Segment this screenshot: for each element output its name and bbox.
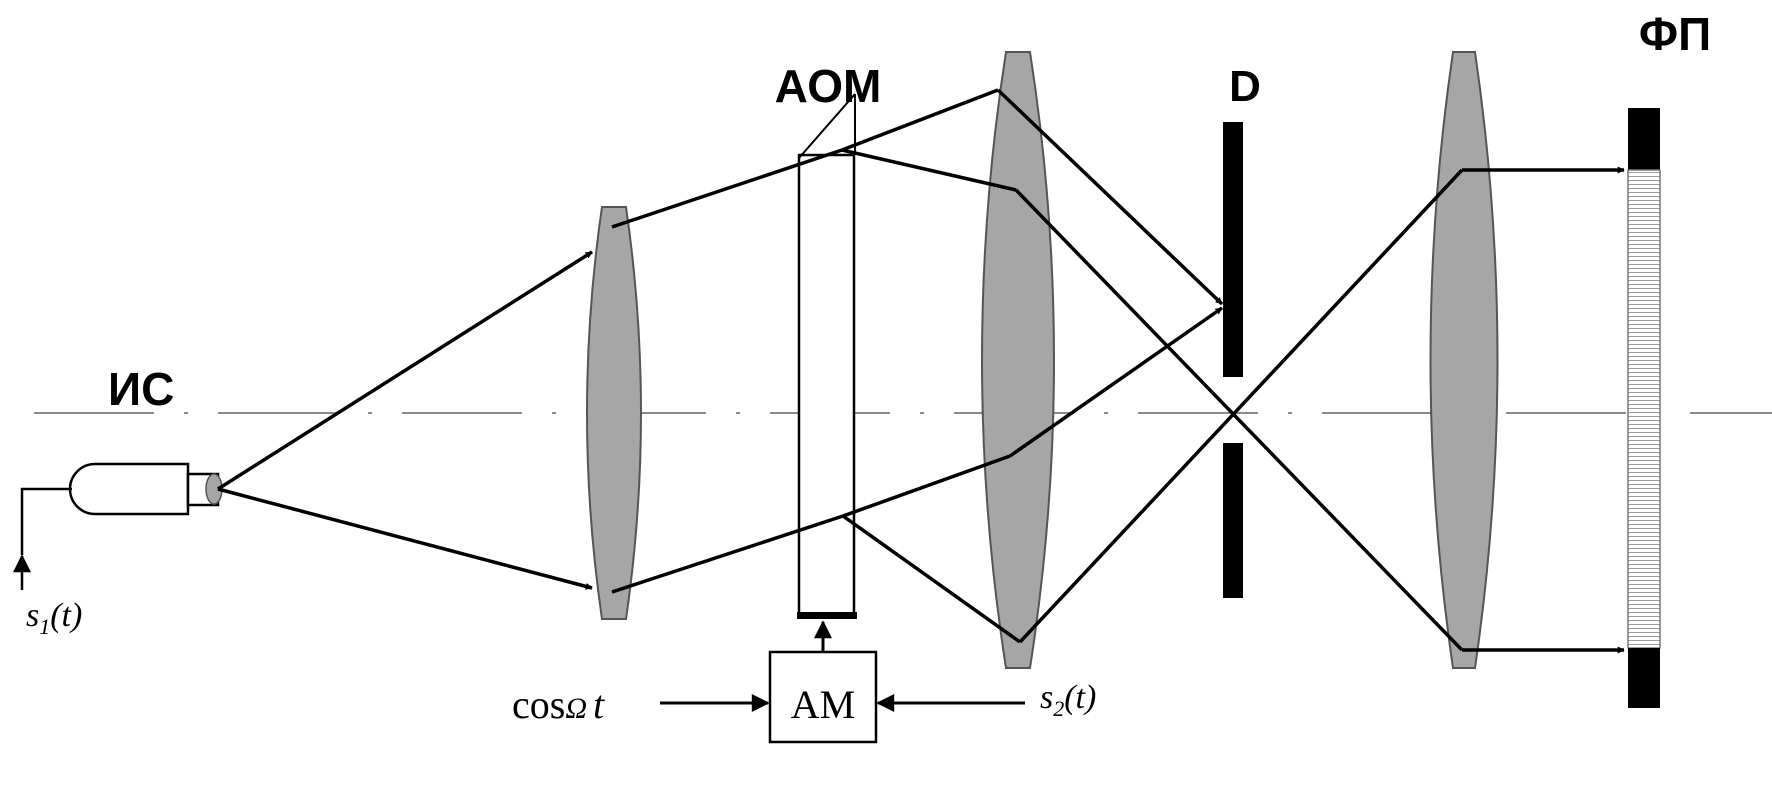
diaphragm-lower (1223, 443, 1243, 598)
source-signal-wire (20, 487, 72, 555)
diaphragm-label: D (1229, 62, 1261, 111)
source-label: ИС (108, 363, 174, 415)
modulator-block (768, 650, 878, 744)
photodetector-label: ФП (1639, 8, 1711, 60)
aom-label: АОМ (775, 60, 882, 112)
aom-cell (797, 93, 857, 619)
lens-2 (981, 51, 1055, 669)
modulator-label: АМ (791, 682, 855, 727)
modulation-signal-label: s2(t) (1040, 679, 1096, 721)
source-signal-label: s1(t) (26, 597, 82, 639)
photodetector-array (1627, 108, 1661, 708)
diaphragm-upper (1223, 122, 1243, 377)
lens-3 (1429, 51, 1499, 669)
rays (217, 88, 1625, 654)
laser-source (68, 462, 223, 516)
lens-1 (586, 206, 642, 620)
